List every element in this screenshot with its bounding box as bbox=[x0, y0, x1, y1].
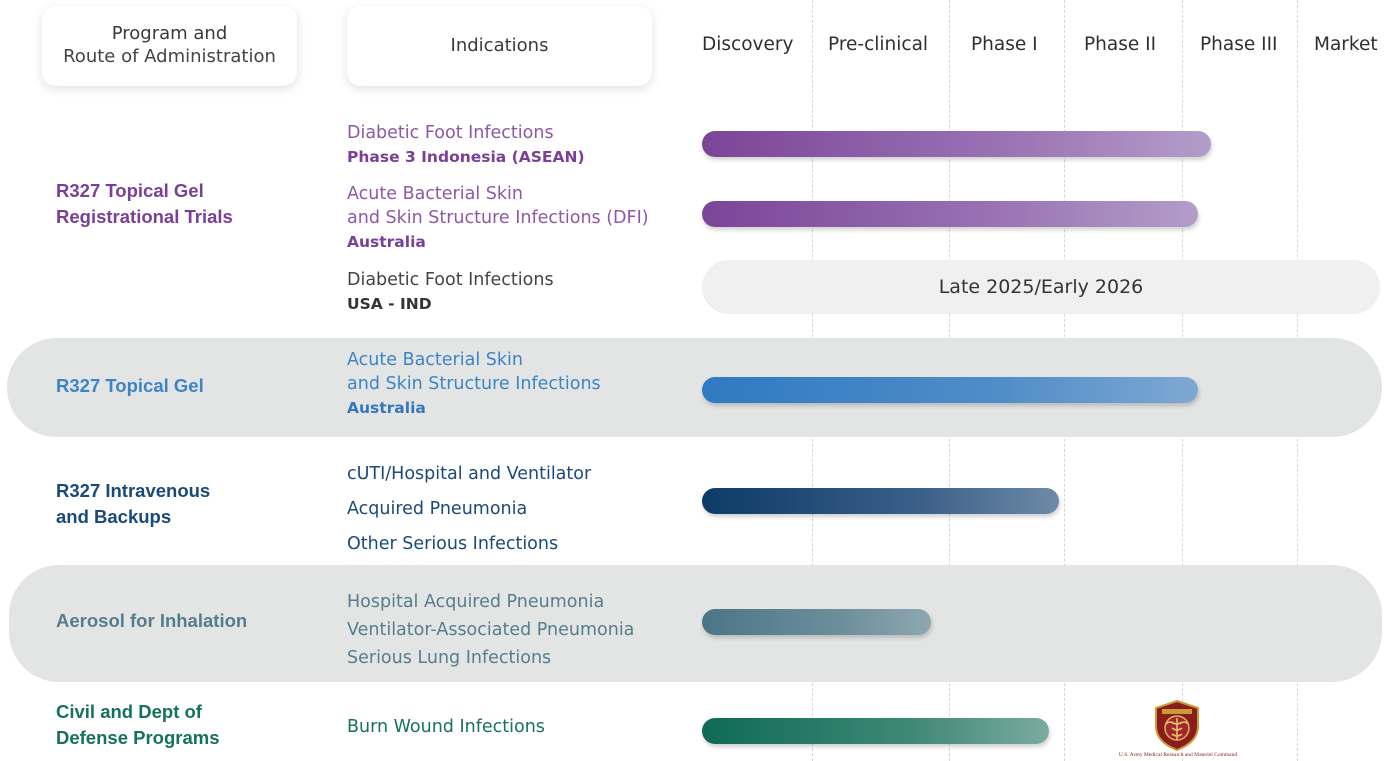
indication-title-line2: Ventilator-Associated Pneumonia bbox=[347, 620, 635, 640]
indications-header-label: Indications bbox=[450, 35, 549, 56]
indication-title: Burn Wound Infections bbox=[347, 717, 545, 737]
program-name-line1: R327 Topical Gel bbox=[56, 375, 204, 396]
indication-dfi-indonesia: Diabetic Foot Infections Phase 3 Indones… bbox=[347, 121, 585, 169]
indication-title: cUTI/Hospital and Ventilator bbox=[347, 464, 592, 484]
status-pill-text: Late 2025/Early 2026 bbox=[938, 276, 1144, 298]
us-army-medical-command-seal-icon bbox=[1150, 698, 1204, 752]
phase-label-preclinical: Pre-clinical bbox=[828, 34, 929, 55]
indication-title: Acute Bacterial Skin bbox=[347, 184, 523, 204]
phase-label-discovery: Discovery bbox=[702, 34, 794, 55]
indication-absssi-australia: Acute Bacterial Skin and Skin Structure … bbox=[347, 348, 601, 420]
program-header-line1: Program and bbox=[111, 23, 228, 44]
program-name-civil-defense: Civil and Dept of Defense Programs bbox=[56, 699, 219, 751]
indication-title: Diabetic Foot Infections bbox=[347, 123, 554, 143]
progress-bar-absssi-australia bbox=[702, 377, 1198, 403]
program-name-intravenous: R327 Intravenous and Backups bbox=[56, 478, 210, 530]
program-name-line2: Defense Programs bbox=[56, 727, 220, 748]
indication-subtitle: Australia bbox=[347, 399, 426, 417]
program-name-aerosol: Aerosol for Inhalation bbox=[56, 608, 247, 634]
program-name-line1: R327 Topical Gel bbox=[56, 180, 204, 201]
indications-header-card: Indications bbox=[347, 6, 652, 86]
indication-title: Diabetic Foot Infections bbox=[347, 270, 554, 290]
progress-bar-intravenous bbox=[702, 488, 1059, 514]
program-name-line1: R327 Intravenous bbox=[56, 480, 211, 501]
indication-title: Acute Bacterial Skin bbox=[347, 350, 523, 370]
program-name-line2: and Backups bbox=[56, 506, 172, 527]
progress-bar-aerosol bbox=[702, 609, 931, 635]
phase-label-phase-1: Phase I bbox=[971, 34, 1038, 55]
indication-title-line2: Acquired Pneumonia bbox=[347, 499, 528, 519]
indication-cuti-pneumonia: cUTI/Hospital and Ventilator Acquired Pn… bbox=[347, 457, 591, 562]
indication-subtitle: Phase 3 Indonesia (ASEAN) bbox=[347, 148, 585, 166]
indication-title-line3: Serious Lung Infections bbox=[347, 648, 552, 668]
indication-title-line2: and Skin Structure Infections (DFI) bbox=[347, 208, 649, 228]
progress-bar-burn-wound bbox=[702, 718, 1049, 744]
program-name-line1: Civil and Dept of bbox=[56, 701, 202, 722]
indication-subtitle: USA - IND bbox=[347, 295, 432, 313]
program-header-line2: Route of Administration bbox=[63, 46, 276, 67]
progress-bar-absssi-dfi-australia bbox=[702, 201, 1198, 227]
indication-lung-infections: Hospital Acquired Pneumonia Ventilator-A… bbox=[347, 588, 634, 672]
indication-title-line2: and Skin Structure Infections bbox=[347, 374, 601, 394]
indication-title: Hospital Acquired Pneumonia bbox=[347, 592, 605, 612]
program-band-aerosol bbox=[9, 565, 1382, 682]
program-name-line2: Registrational Trials bbox=[56, 206, 233, 227]
phase-label-phase-2: Phase II bbox=[1084, 34, 1157, 55]
program-header-card: Program and Route of Administration bbox=[42, 6, 297, 86]
phase-label-phase-3: Phase III bbox=[1200, 34, 1278, 55]
emblem-caption: U.S. Army Medical Research and Materiel … bbox=[1118, 752, 1238, 758]
indication-subtitle: Australia bbox=[347, 233, 426, 251]
indication-dfi-usa: Diabetic Foot Infections USA - IND bbox=[347, 268, 554, 316]
progress-bar-dfi-indonesia bbox=[702, 131, 1211, 157]
status-pill-late-2025: Late 2025/Early 2026 bbox=[702, 260, 1380, 314]
indication-absssi-dfi-australia: Acute Bacterial Skin and Skin Structure … bbox=[347, 182, 649, 254]
indication-burn-wound: Burn Wound Infections bbox=[347, 715, 545, 739]
program-name-line1: Aerosol for Inhalation bbox=[56, 610, 248, 631]
program-name-topical-gel: R327 Topical Gel bbox=[56, 373, 204, 399]
indication-title-line3: Other Serious Infections bbox=[347, 534, 559, 554]
program-name-registrational: R327 Topical Gel Registrational Trials bbox=[56, 178, 233, 230]
phase-label-market: Market bbox=[1314, 34, 1378, 55]
